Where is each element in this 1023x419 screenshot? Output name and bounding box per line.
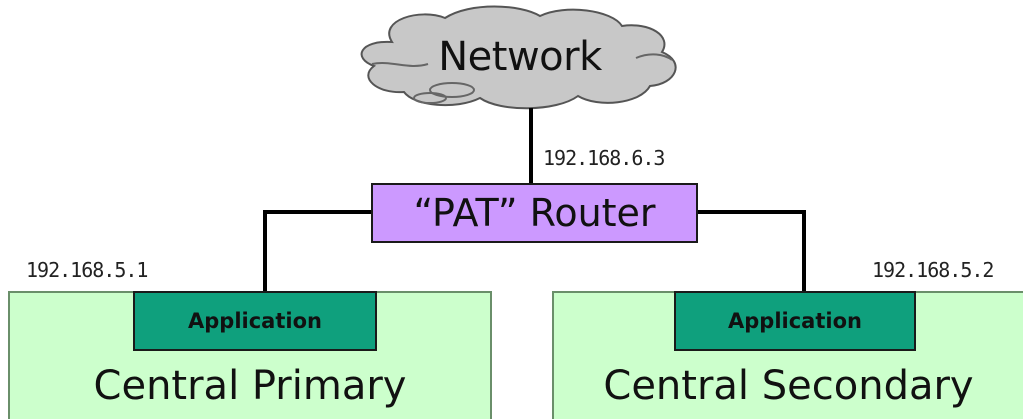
left-link-line [263, 210, 372, 292]
central-secondary-label: Central Secondary [603, 363, 974, 409]
application-label: Application [188, 309, 322, 333]
right-link-line [697, 210, 806, 292]
left-host-ip-label: 192.168.5.1 [26, 258, 148, 282]
router-label: “PAT” Router [413, 191, 656, 235]
central-primary-label: Central Primary [93, 363, 407, 409]
application-box: Application [133, 291, 377, 351]
application-label: Application [728, 309, 862, 333]
central-primary-box: Application Central Primary [8, 291, 492, 419]
network-label: Network [438, 34, 602, 80]
right-host-ip-label: 192.168.5.2 [872, 258, 994, 282]
central-secondary-box: Application Central Secondary [552, 291, 1023, 419]
pat-router-box: “PAT” Router [371, 183, 698, 243]
application-box: Application [674, 291, 916, 351]
router-ip-label: 192.168.6.3 [543, 146, 665, 170]
network-cloud-icon [360, 5, 677, 110]
